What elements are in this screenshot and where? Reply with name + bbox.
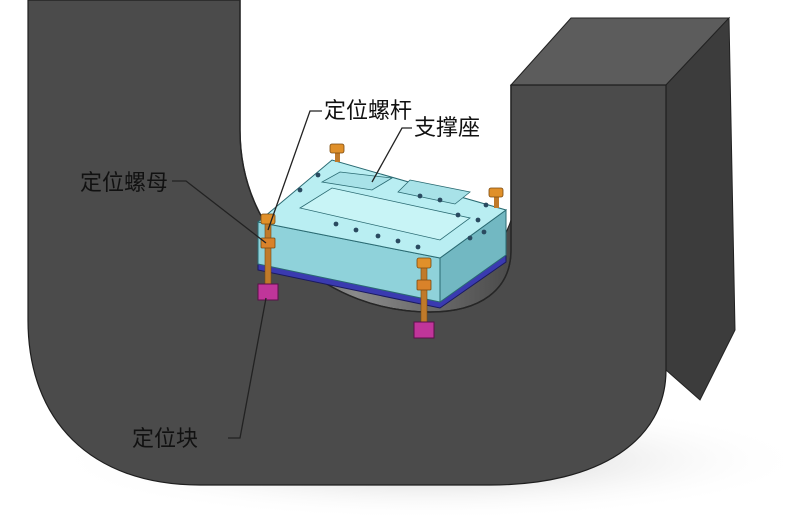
leader-positioning-block — [228, 297, 267, 439]
label-positioning-screw: 定位螺杆 — [324, 99, 412, 124]
nut-head — [329, 143, 345, 154]
screw-front-left — [257, 213, 279, 301]
label-support-seat: 支撑座 — [414, 116, 480, 141]
yoke-inner-rim — [239, 0, 512, 313]
positioning-nut — [260, 237, 276, 249]
seat-top-pad-right — [397, 179, 471, 205]
label-positioning-block: 定位块 — [132, 427, 198, 452]
screw-back-right — [488, 187, 504, 208]
u-yoke — [27, 0, 736, 486]
positioning-block — [257, 283, 279, 301]
seat-top-recess — [298, 187, 471, 241]
nut-head — [488, 187, 504, 198]
yoke-right-side-face — [665, 16, 736, 401]
screw-back-left — [329, 143, 345, 162]
positioning-nut — [416, 279, 432, 291]
leader-support-seat — [371, 127, 412, 183]
screw-front-right — [413, 257, 435, 339]
nut-head — [416, 257, 432, 269]
label-positioning-nut: 定位螺母 — [80, 171, 168, 196]
bolt-holes — [297, 172, 489, 250]
leader-lines — [172, 110, 412, 439]
leader-positioning-screw — [267, 110, 322, 231]
leader-positioning-nut — [172, 180, 267, 244]
positioning-hardware — [257, 143, 504, 339]
positioning-block — [413, 321, 435, 339]
support-seat — [256, 159, 508, 309]
